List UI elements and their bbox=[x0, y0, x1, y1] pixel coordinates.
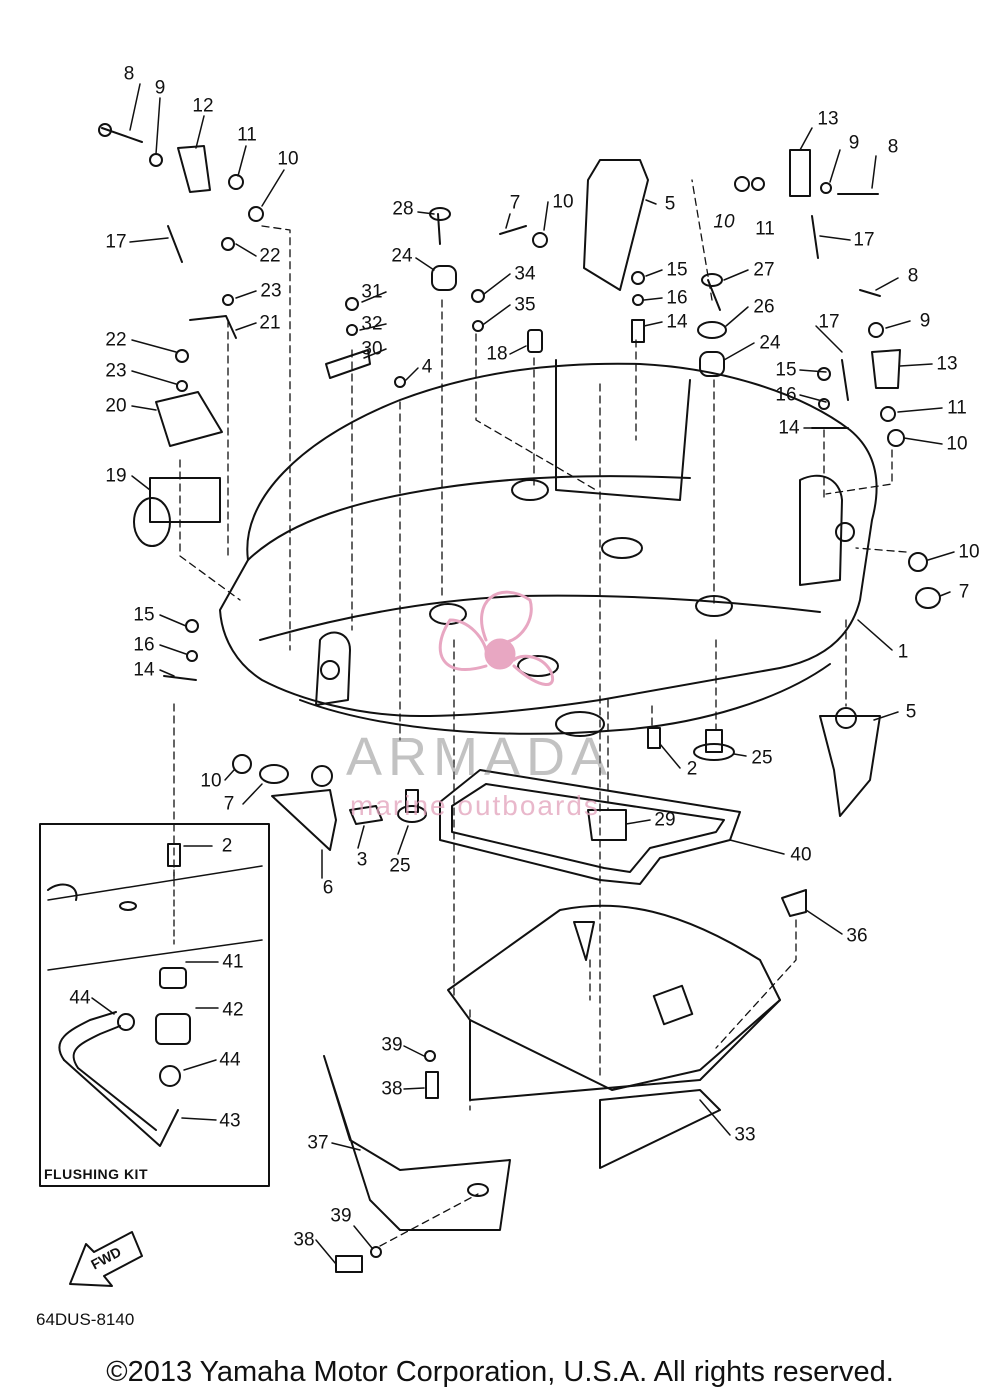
part-callout-32: 32 bbox=[361, 313, 383, 335]
bracket-5 bbox=[583, 159, 881, 817]
part-callout-28: 28 bbox=[392, 198, 414, 220]
part-callout-20: 20 bbox=[105, 395, 127, 417]
part-callout-2: 2 bbox=[221, 835, 233, 857]
part-callout-29: 29 bbox=[654, 809, 676, 831]
part-callout-11: 11 bbox=[947, 397, 967, 419]
part-callout-12: 12 bbox=[192, 95, 214, 117]
part-callout-33: 33 bbox=[734, 1124, 756, 1146]
part-callout-40: 40 bbox=[790, 844, 812, 866]
part-callout-5: 5 bbox=[905, 701, 917, 723]
part-callout-14: 14 bbox=[133, 659, 155, 681]
part-callout-37: 37 bbox=[307, 1132, 329, 1154]
part-callout-8: 8 bbox=[123, 63, 135, 85]
part-callout-13: 13 bbox=[817, 108, 839, 130]
part-callout-43: 43 bbox=[219, 1110, 241, 1132]
part-callout-5: 5 bbox=[664, 193, 676, 215]
part-callout-1: 1 bbox=[897, 641, 909, 663]
part-callout-21: 21 bbox=[259, 312, 281, 334]
part-callout-2: 2 bbox=[686, 758, 698, 780]
part-callout-11: 11 bbox=[237, 124, 257, 146]
bottom-cowling bbox=[219, 359, 878, 737]
part-callout-22: 22 bbox=[259, 245, 281, 267]
part-callout-25: 25 bbox=[751, 747, 773, 769]
leader-lines bbox=[129, 83, 955, 1265]
part-callout-19: 19 bbox=[105, 465, 127, 487]
part-callout-4: 4 bbox=[421, 356, 433, 378]
part-callout-10: 10 bbox=[552, 191, 574, 213]
part-callout-35: 35 bbox=[514, 294, 536, 316]
part-callout-38: 38 bbox=[293, 1229, 315, 1251]
part-callout-11: 11 bbox=[755, 218, 775, 240]
part-callout-10: 10 bbox=[946, 433, 968, 455]
part-callout-23: 23 bbox=[260, 280, 282, 302]
part-callout-26: 26 bbox=[753, 296, 775, 318]
watermark-logo bbox=[438, 590, 554, 686]
part-callout-16: 16 bbox=[133, 634, 155, 656]
copyright-notice: ©2013 Yamaha Motor Corporation, U.S.A. A… bbox=[106, 1356, 894, 1388]
part-callout-7: 7 bbox=[223, 793, 235, 815]
part-callout-7: 7 bbox=[509, 192, 521, 214]
watermark-brand: ARMADA bbox=[346, 727, 614, 787]
side-cover bbox=[323, 1055, 511, 1231]
part-callout-18: 18 bbox=[486, 343, 508, 365]
part-callout-38: 38 bbox=[381, 1078, 403, 1100]
part-callout-15: 15 bbox=[775, 359, 797, 381]
part-callout-42: 42 bbox=[222, 999, 244, 1021]
part-callout-23: 23 bbox=[105, 360, 127, 382]
mount-bracket bbox=[439, 769, 741, 885]
part-callout-9: 9 bbox=[154, 77, 166, 99]
diagram-code: 64DUS-8140 bbox=[36, 1310, 135, 1329]
part-callout-22: 22 bbox=[105, 329, 127, 351]
part-callout-8: 8 bbox=[887, 136, 899, 158]
part-callout-34: 34 bbox=[514, 263, 536, 285]
fwd-arrow bbox=[69, 1231, 143, 1287]
guide-lines bbox=[173, 179, 907, 1247]
part-callout-44: 44 bbox=[219, 1049, 241, 1071]
part-callout-10: 10 bbox=[200, 770, 222, 792]
part-callout-25: 25 bbox=[389, 855, 411, 877]
part-callout-17: 17 bbox=[105, 231, 127, 253]
part-callout-6: 6 bbox=[322, 877, 334, 899]
part-callout-39: 39 bbox=[330, 1205, 352, 1227]
part-callout-30: 30 bbox=[361, 338, 383, 360]
bracket-6 bbox=[271, 765, 337, 851]
part-callout-8: 8 bbox=[907, 265, 919, 287]
hardware-items bbox=[98, 123, 941, 1273]
junction-box bbox=[133, 315, 237, 547]
part-callout-14: 14 bbox=[778, 417, 800, 439]
flushing-kit-inset bbox=[39, 823, 270, 1187]
part-callout-17: 17 bbox=[818, 311, 840, 333]
part-callout-36: 36 bbox=[846, 925, 868, 947]
part-callout-27: 27 bbox=[753, 259, 775, 281]
part-callout-31: 31 bbox=[361, 281, 383, 303]
part-callout-7: 7 bbox=[958, 581, 970, 603]
part-callout-13: 13 bbox=[936, 353, 958, 375]
inset-title: FLUSHING KIT bbox=[44, 1166, 148, 1182]
part-callout-10: 10 bbox=[958, 541, 980, 563]
part-callout-16: 16 bbox=[775, 384, 797, 406]
part-callout-41: 41 bbox=[222, 951, 244, 973]
part-callout-24: 24 bbox=[759, 332, 781, 354]
part-callout-44: 44 bbox=[69, 987, 91, 1009]
part-callout-9: 9 bbox=[848, 132, 860, 154]
part-callout-15: 15 bbox=[666, 259, 688, 281]
part-callout-16: 16 bbox=[666, 287, 688, 309]
part-callout-24: 24 bbox=[391, 245, 413, 267]
watermark-tagline: marine outboards bbox=[350, 790, 600, 821]
part-callout-39: 39 bbox=[381, 1034, 403, 1056]
part-callout-10: 10 bbox=[713, 211, 735, 233]
part-callout-14: 14 bbox=[666, 311, 688, 333]
part-callout-15: 15 bbox=[133, 604, 155, 626]
lower-cover bbox=[447, 904, 781, 1169]
part-callout-9: 9 bbox=[919, 310, 931, 332]
part-callout-10: 10 bbox=[277, 148, 299, 170]
part-callout-17: 17 bbox=[853, 229, 875, 251]
part-callout-3: 3 bbox=[356, 849, 368, 871]
